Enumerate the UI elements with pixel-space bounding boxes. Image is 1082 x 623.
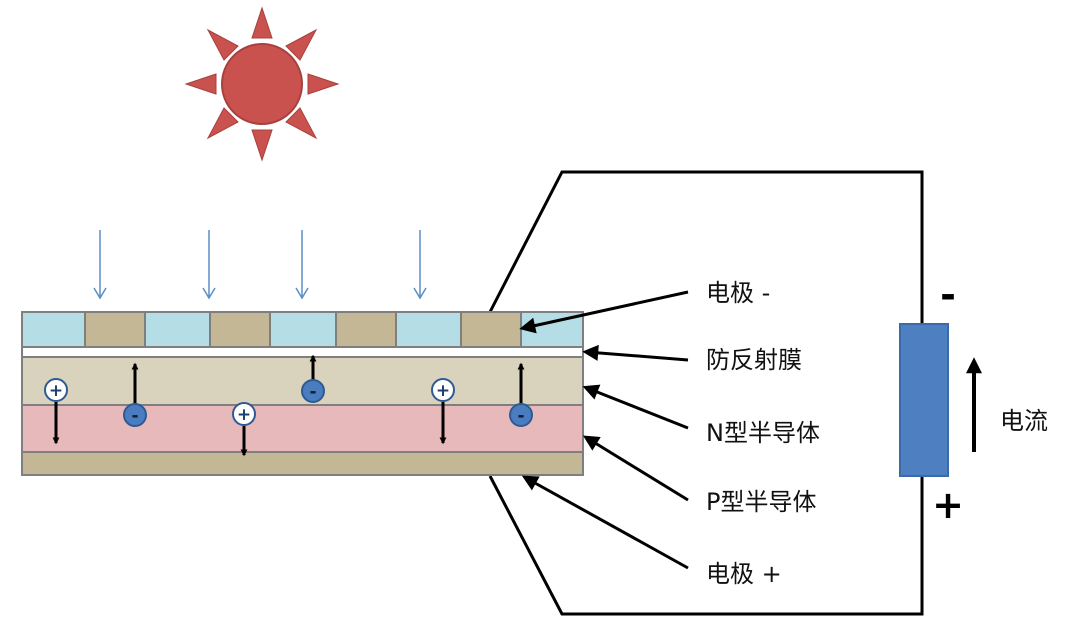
- positive-terminal-symbol: +: [932, 483, 964, 527]
- light-ray: [93, 230, 107, 300]
- top-wire: [488, 170, 924, 326]
- light-rays: [93, 230, 427, 300]
- electrode-cell: [460, 311, 522, 348]
- light-ray: [202, 230, 216, 300]
- label-n-type: N型半导体: [706, 419, 820, 447]
- label-electrode-pos: 电极 +: [706, 560, 782, 588]
- leader-anti-reflection: [582, 344, 689, 362]
- p-type-layer: [21, 404, 584, 453]
- electrode-cell: [84, 311, 146, 348]
- bottom-electrode: [21, 451, 584, 476]
- hole-symbol: +: [237, 405, 251, 425]
- charge-arrows: [52, 354, 525, 457]
- leader-arrows: [519, 290, 689, 570]
- label-p-type: P型半导体: [706, 488, 816, 516]
- electrode-cell: [335, 311, 397, 348]
- hole: +: [232, 402, 256, 426]
- circuit-wire: [488, 170, 924, 616]
- leader-n-type: [582, 384, 689, 430]
- coating-cell: [269, 311, 337, 348]
- n-type-layer: [21, 356, 584, 406]
- label-current: 电流: [1000, 407, 1048, 435]
- solar-cell: [21, 311, 584, 476]
- light-ray: [413, 230, 427, 300]
- anti-reflection-film: [21, 346, 584, 358]
- electron-symbol: -: [131, 406, 138, 426]
- hole: +: [431, 378, 455, 402]
- electron: -: [123, 403, 147, 427]
- sun-disc: [221, 43, 303, 125]
- bottom-wire: [488, 475, 924, 616]
- coating-cell: [21, 311, 86, 348]
- light-ray: [295, 230, 309, 300]
- hole-symbol: +: [49, 381, 63, 401]
- electron-symbol: -: [517, 406, 524, 426]
- label-anti-reflection: 防反射膜: [706, 346, 802, 374]
- leader-electrode-neg: [519, 290, 689, 334]
- label-electrode-neg: 电极 -: [706, 279, 770, 307]
- leader-electrode-pos: [521, 475, 689, 570]
- negative-terminal-symbol: -: [940, 273, 956, 317]
- coating-cell: [144, 311, 211, 348]
- sun-icon: [184, 6, 340, 162]
- coating-cell: [395, 311, 462, 348]
- charges: + - + - + -: [44, 378, 533, 427]
- leader-p-type: [582, 435, 689, 502]
- top-layer: [21, 311, 584, 348]
- hole: +: [44, 378, 68, 402]
- sun-rays: [184, 6, 340, 162]
- electrode-cell: [209, 311, 271, 348]
- hole-symbol: +: [436, 381, 450, 401]
- electron: -: [509, 403, 533, 427]
- electron-symbol: -: [309, 382, 316, 402]
- electron: -: [301, 379, 325, 403]
- battery: [899, 323, 949, 477]
